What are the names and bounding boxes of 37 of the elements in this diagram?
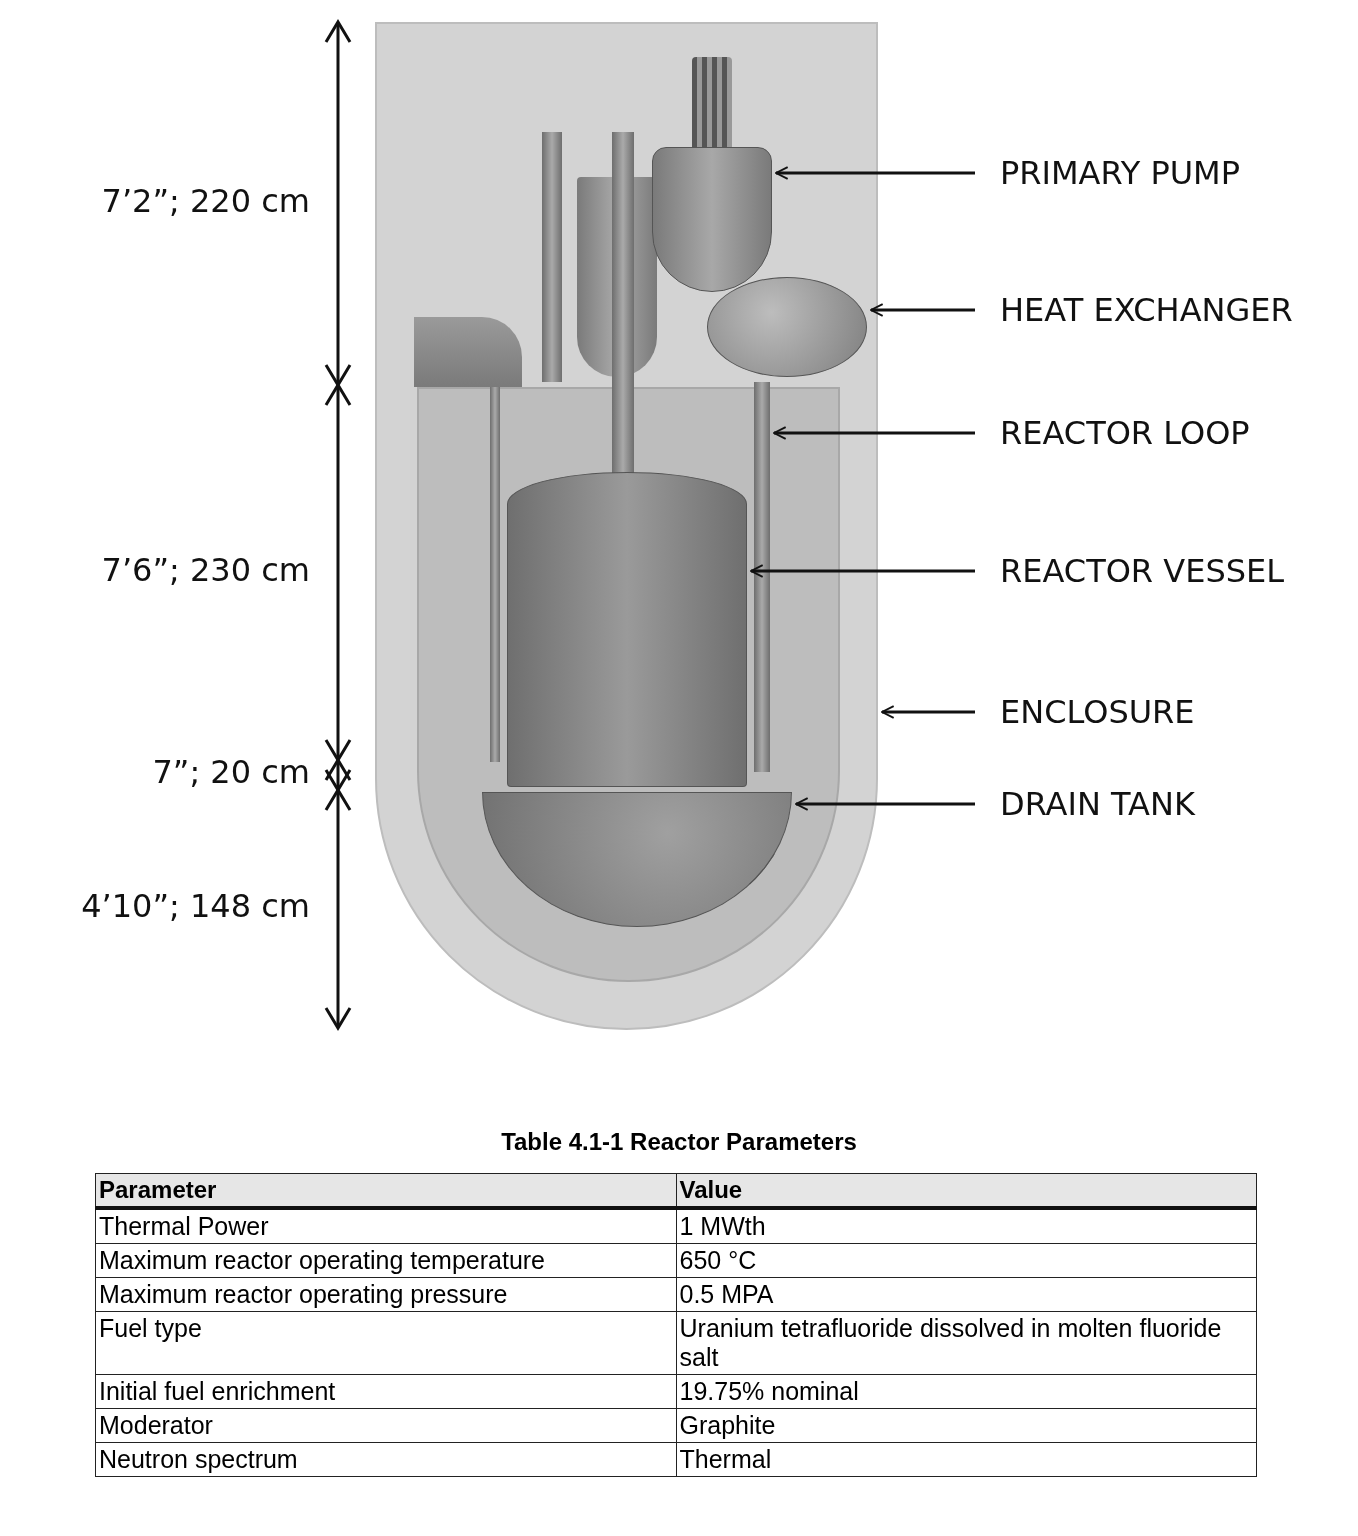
table-cell: 650 °C	[676, 1243, 1257, 1278]
table-cell: Fuel type	[95, 1311, 676, 1375]
part-label: ENCLOSURE	[1000, 689, 1300, 735]
dimension-label: 4’10”; 148 cm	[80, 887, 310, 925]
reactor-vessel-drawing	[507, 472, 747, 787]
dimension-label: 7’2”; 220 cm	[100, 181, 310, 220]
leader-line	[795, 797, 975, 811]
table-title: Table 4.1-1 Reactor Parameters	[500, 1128, 858, 1156]
table-cell: Neutron spectrum	[95, 1442, 676, 1477]
pipe	[754, 382, 770, 772]
leader-line	[750, 564, 975, 578]
enclosure-drawing	[375, 22, 878, 1030]
part-label: DRAIN TANK	[1000, 781, 1300, 827]
table-cell: Graphite	[676, 1408, 1257, 1443]
leader-line	[870, 303, 975, 317]
table-cell: Initial fuel enrichment	[95, 1374, 676, 1409]
leader-line	[775, 166, 975, 180]
table-cell: Thermal	[676, 1442, 1257, 1477]
table-cell: Moderator	[95, 1408, 676, 1443]
table-cell: Thermal Power	[95, 1208, 676, 1244]
table-cell: 19.75% nominal	[676, 1374, 1257, 1409]
table-cell: 0.5 MPA	[676, 1277, 1257, 1312]
dimension-label: 7”; 20 cm	[151, 753, 310, 791]
table-cell: Maximum reactor operating pressure	[95, 1277, 676, 1312]
table-header-cell: Value	[676, 1173, 1257, 1208]
table-header-cell: Parameter	[95, 1173, 676, 1208]
table-cell: Maximum reactor operating temperature	[95, 1243, 676, 1278]
part-label: REACTOR VESSEL	[1000, 548, 1300, 594]
dimension-label: 7’6”; 230 cm	[100, 550, 310, 589]
part-label: HEAT EXCHANGER	[1000, 287, 1300, 333]
leader-line	[773, 426, 975, 440]
table-cell: Uranium tetrafluoride dissolved in molten fluoride salt	[676, 1311, 1257, 1375]
part-label: PRIMARY PUMP	[1000, 150, 1300, 196]
leader-line	[881, 705, 975, 719]
part-label: REACTOR LOOP	[1000, 410, 1300, 456]
pump-drawing	[652, 147, 772, 292]
table-cell: 1 MWth	[676, 1208, 1257, 1244]
